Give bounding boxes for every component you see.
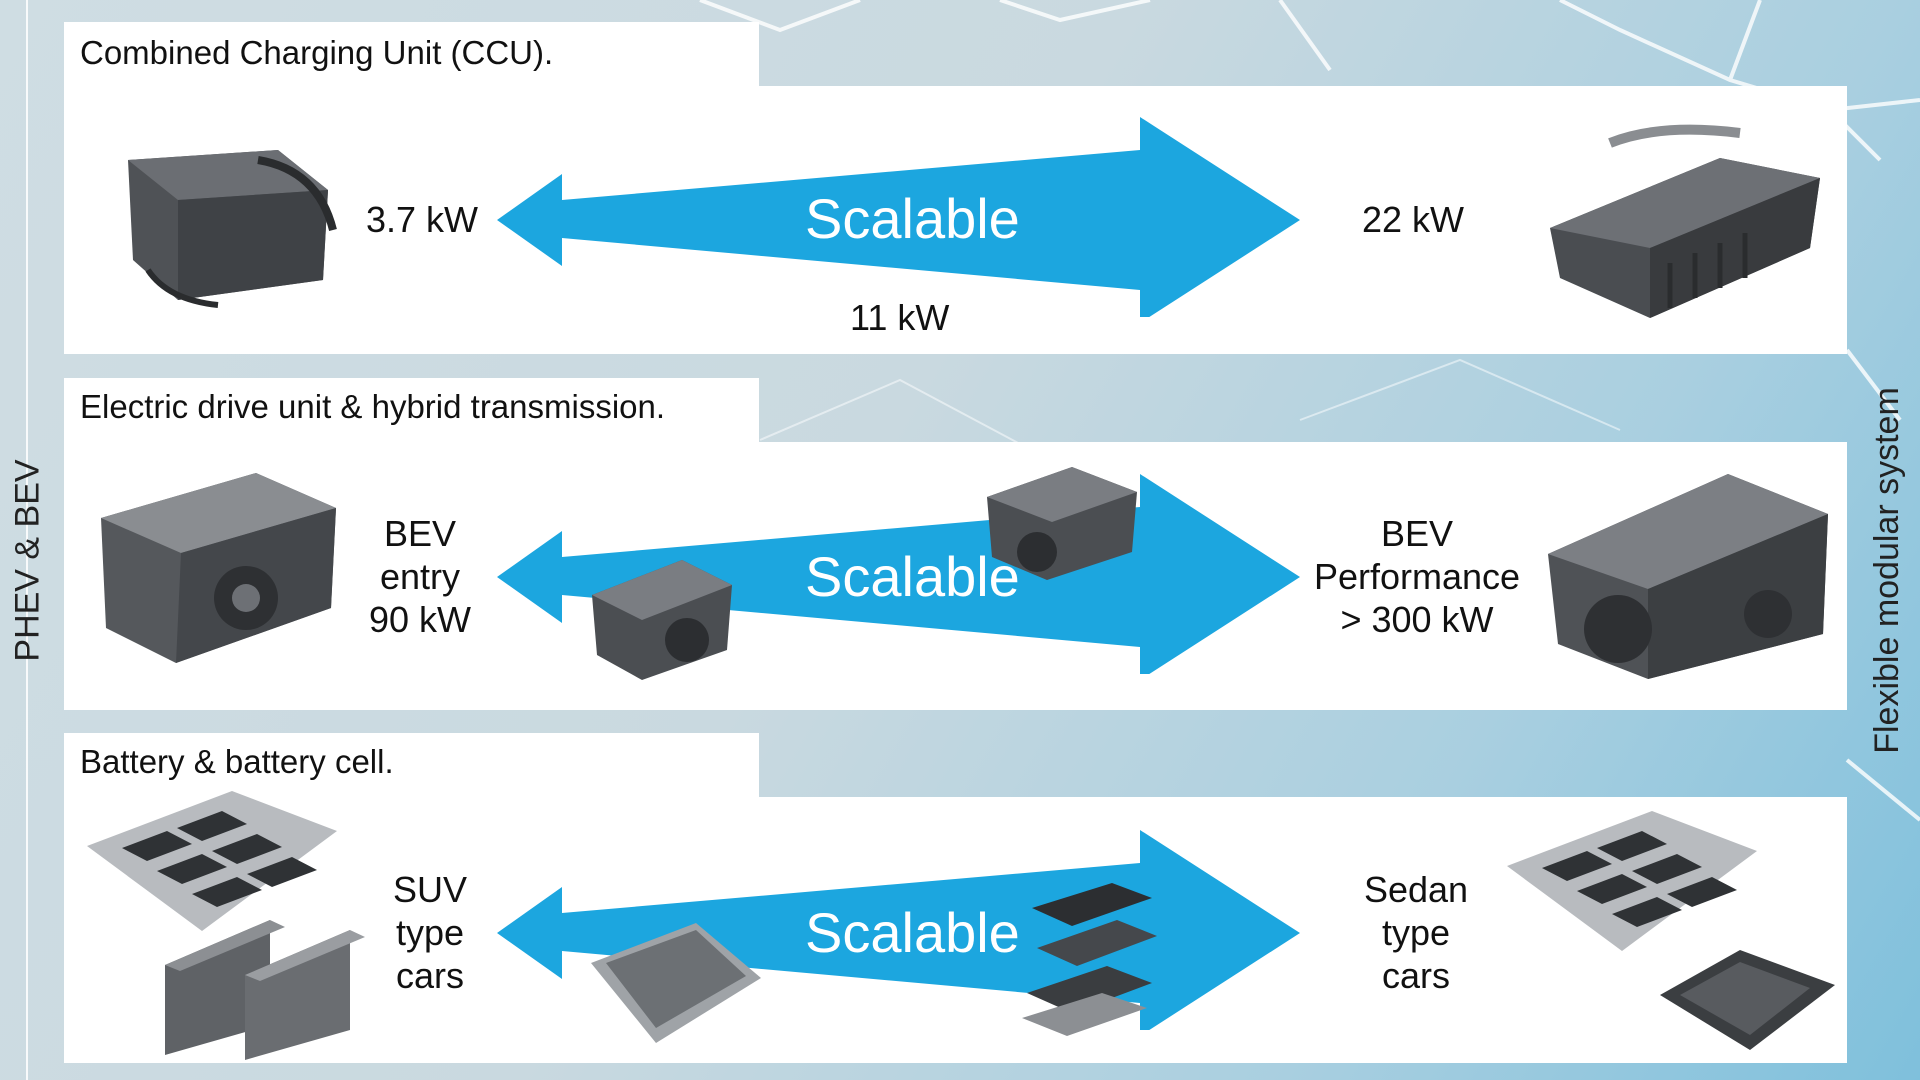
row-3-left-label-line-2: type	[395, 912, 465, 953]
row-3-right-label-line-2: type	[1381, 912, 1451, 953]
row-2-right-label-line-2: Performance	[1313, 556, 1521, 597]
battery-pack-icon	[87, 791, 337, 931]
row-2-right-label-line-1: BEV	[1380, 513, 1454, 554]
row-1-scalable-label: Scalable	[805, 187, 1020, 250]
row-2-title: Electric drive unit & hybrid transmissio…	[80, 388, 666, 425]
row-3-left-label-line-1: SUV	[392, 869, 468, 910]
row-2-right-label-line-3: > 300 kW	[1340, 599, 1494, 640]
left-divider-line	[26, 0, 28, 1080]
row-1-arrow	[497, 117, 1300, 317]
row-3-scalable-label: Scalable	[805, 901, 1020, 964]
side-label-left-text: PHEV & BEV	[9, 458, 48, 662]
drive-unit-large-icon	[1548, 474, 1828, 679]
side-label-right: Flexible modular system	[1862, 320, 1912, 820]
drive-unit-small-icon	[592, 560, 732, 680]
side-label-right-text: Flexible modular system	[1867, 386, 1906, 754]
row-1-left-label: 3.7 kW	[366, 199, 479, 240]
row-1-right-label: 22 kW	[1362, 199, 1465, 240]
row-3-right-label: Sedan type cars	[1346, 868, 1486, 997]
row-2-title-tab	[64, 378, 759, 442]
side-label-left: PHEV & BEV	[6, 410, 51, 710]
row-2-left-label-line-3: 90 kW	[368, 599, 472, 640]
row-3-title: Battery & battery cell.	[80, 743, 394, 780]
battery-pack-sedan-icon	[1507, 811, 1757, 951]
row-2-right-label: BEV Performance > 300 kW	[1306, 512, 1528, 641]
row-1-title-tab	[64, 22, 759, 86]
battery-module-icon	[591, 923, 761, 1043]
charging-unit-small-icon	[128, 150, 337, 308]
row-3-right-label-line-1: Sedan	[1363, 869, 1469, 910]
row-3-title-tab	[64, 733, 759, 797]
row-2-left-label-line-2: entry	[379, 556, 461, 597]
row-3-right-label-line-3: cars	[1381, 955, 1450, 996]
charging-unit-large-icon	[1550, 124, 1820, 318]
row-1-bottom-label: 11 kW	[850, 297, 950, 338]
row-1-title: Combined Charging Unit (CCU).	[80, 34, 554, 71]
row-2-left-label-line-1: BEV	[383, 513, 457, 554]
battery-exploded-icon	[1022, 883, 1157, 1036]
row-2-left-label: BEV entry 90 kW	[360, 512, 480, 641]
row-3-left-label: SUV type cars	[370, 868, 490, 997]
row-2-scalable-label: Scalable	[805, 545, 1020, 608]
drive-unit-medium-icon	[987, 467, 1137, 580]
battery-cell-icon	[165, 920, 365, 1060]
battery-frame-icon	[1660, 950, 1835, 1050]
row-3-left-label-line-3: cars	[395, 955, 464, 996]
drive-unit-icon	[101, 473, 336, 663]
